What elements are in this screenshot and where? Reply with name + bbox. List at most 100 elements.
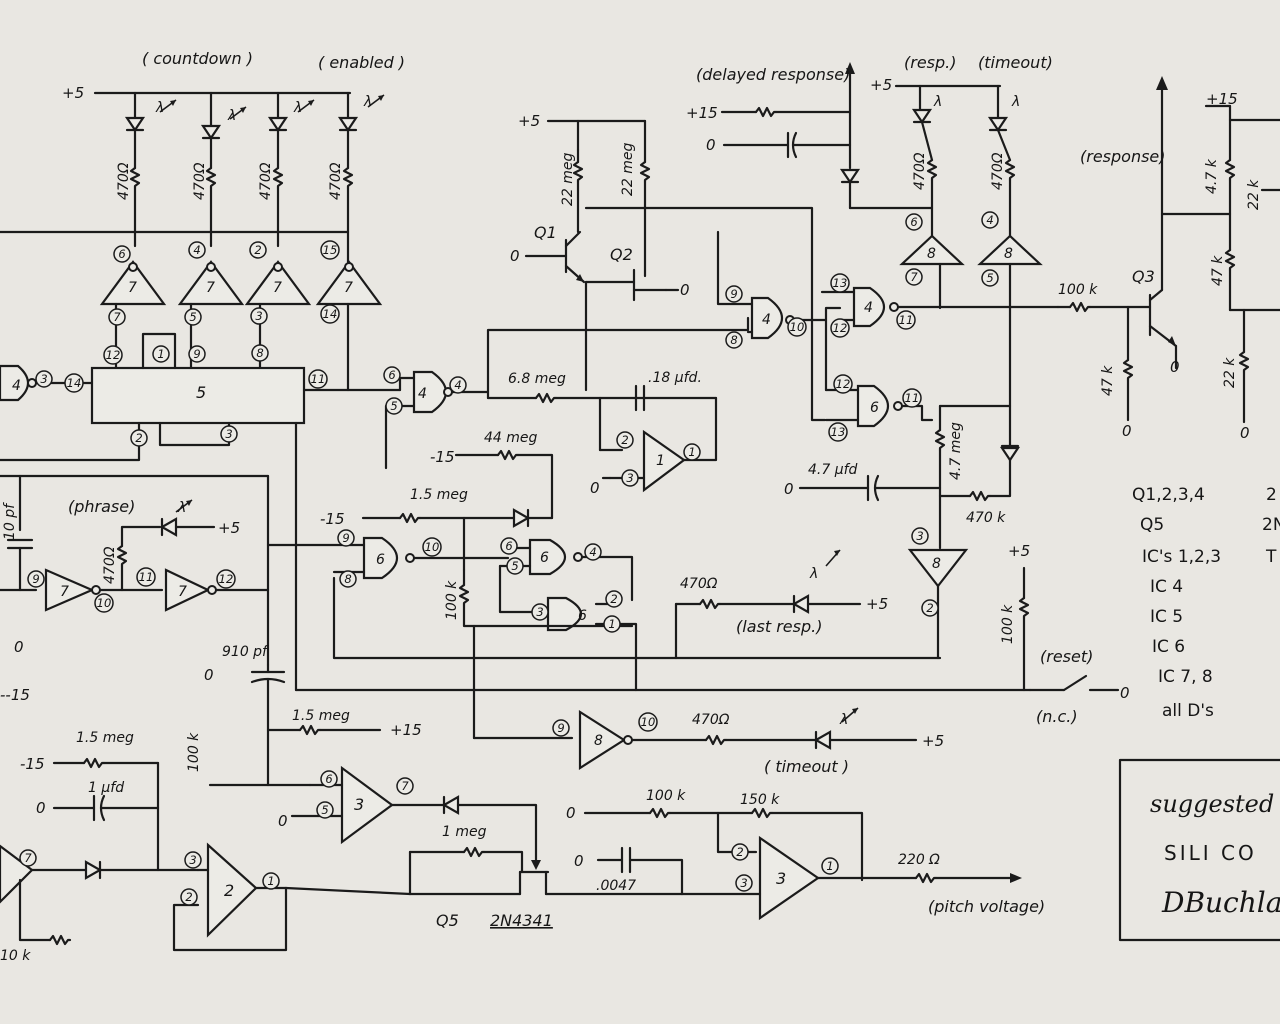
r470-1-label: 470Ω xyxy=(116,162,132,200)
svg-text:11: 11 xyxy=(899,313,914,327)
q2-label: Q2 xyxy=(610,245,633,264)
svg-text:λ: λ xyxy=(155,100,164,116)
rail-plus15-center: +15 xyxy=(686,104,718,122)
svg-text:λ: λ xyxy=(227,108,236,124)
r470-timeout-bottom-label: 470Ω xyxy=(692,712,730,728)
ic5-number: 5 xyxy=(196,383,206,402)
svg-text:5: 5 xyxy=(189,310,196,324)
r470-phrase-label: 470Ω xyxy=(102,546,118,584)
r22meg-1-label: 22 meg xyxy=(560,152,576,206)
svg-text:2: 2 xyxy=(736,845,743,859)
svg-text:14: 14 xyxy=(67,376,82,390)
r22k-bottom-label: 22 k xyxy=(1222,357,1238,388)
rail-plus5-center: +5 xyxy=(518,112,540,130)
q1-base-zero: 0 xyxy=(510,247,520,265)
ic1-number: 1 xyxy=(656,453,665,469)
legend-frag-t: T xyxy=(1265,547,1277,567)
svg-text:15: 15 xyxy=(323,243,338,257)
ic7-a: 7 xyxy=(128,280,137,296)
r1p5meg-mid-label: 1.5 meg xyxy=(410,487,468,503)
svg-text:λ: λ xyxy=(177,500,186,516)
ic6-right: 6 xyxy=(870,400,879,416)
ic2-number: 2 xyxy=(224,881,234,900)
q1-label: Q1 xyxy=(534,223,557,242)
phrase-label: (phrase) xyxy=(68,497,135,516)
svg-text:7: 7 xyxy=(113,310,121,324)
svg-text:11: 11 xyxy=(311,372,326,386)
c0047-label: .0047 xyxy=(596,878,636,894)
ic8-resp: 8 xyxy=(927,246,936,262)
r44meg-label: 44 meg xyxy=(484,430,538,446)
countdown-label: ( countdown ) xyxy=(142,49,253,68)
ic4-center: 4 xyxy=(418,386,427,402)
ic7-phrase-b: 7 xyxy=(178,584,187,600)
response-block xyxy=(674,62,1152,692)
svg-text:1: 1 xyxy=(826,859,833,873)
svg-text:10: 10 xyxy=(97,596,112,610)
title-line1: suggested xyxy=(1150,790,1274,818)
svg-text:6: 6 xyxy=(388,368,395,382)
svg-text:2: 2 xyxy=(610,592,617,606)
c4p7-label: 4.7 μfd xyxy=(808,462,858,478)
opamp1-zero: 0 xyxy=(590,479,600,497)
ic7-d: 7 xyxy=(344,280,353,296)
svg-text:λ: λ xyxy=(933,94,942,110)
r6p8meg-label: 6.8 meg xyxy=(508,371,566,387)
svg-text:12: 12 xyxy=(836,377,851,391)
rail-zero-100k-bottom: 0 xyxy=(566,804,576,822)
pitch-voltage-label: (pitch voltage) xyxy=(928,897,1045,916)
svg-text:6: 6 xyxy=(505,539,512,553)
q3-emitter-zero: 0 xyxy=(1170,358,1180,376)
right-22k-zero: 0 xyxy=(1240,424,1250,442)
nand6-cluster xyxy=(266,536,1032,740)
ic3-right-number: 3 xyxy=(776,869,786,888)
ic7-b: 7 xyxy=(206,280,215,296)
r1meg-label: 1 meg xyxy=(442,824,487,840)
q5-label: Q5 xyxy=(436,911,459,930)
svg-text:λ: λ xyxy=(293,100,302,116)
svg-text:11: 11 xyxy=(139,570,154,584)
svg-text:10: 10 xyxy=(425,540,440,554)
svg-text:8: 8 xyxy=(730,333,737,347)
phrase-block xyxy=(0,474,382,787)
led-lambda-marks: λ λ λ λ λ λ λ λ λ xyxy=(155,94,1020,728)
r47k-right-label: 47 k xyxy=(1210,255,1226,286)
rail-plus5-right: +5 xyxy=(870,76,892,94)
r100k-bottom-label: 100 k xyxy=(646,788,686,804)
svg-text:6: 6 xyxy=(118,247,125,261)
q5-part-label: 2N4341 xyxy=(490,911,553,930)
ic8-down: 8 xyxy=(932,556,941,572)
r470-last-resp-label: 470Ω xyxy=(680,576,718,592)
ic7-c: 7 xyxy=(273,280,282,296)
svg-text:10: 10 xyxy=(790,320,805,334)
svg-text:1: 1 xyxy=(267,874,274,888)
timeout-bottom-label: ( timeout ) xyxy=(764,757,849,776)
r4p7k-label: 4.7 k xyxy=(1204,158,1220,194)
r47k-q3-label: 47 k xyxy=(1100,365,1116,396)
rail-zero-910pf: 0 xyxy=(204,666,214,684)
rail-plus15-right: +15 xyxy=(1206,90,1238,108)
svg-text:7: 7 xyxy=(24,851,32,865)
svg-text:13: 13 xyxy=(833,276,848,290)
svg-text:3: 3 xyxy=(255,309,262,323)
svg-text:8: 8 xyxy=(344,572,351,586)
r100k-reset-label: 100 k xyxy=(1000,604,1016,644)
r100k-left-label: 100 k xyxy=(186,732,202,772)
svg-text:9: 9 xyxy=(730,287,737,301)
svg-text:3: 3 xyxy=(189,853,196,867)
svg-text:12: 12 xyxy=(106,348,121,362)
svg-text:1: 1 xyxy=(157,347,164,361)
legend-all-ds: all D's xyxy=(1162,701,1214,721)
svg-text:4: 4 xyxy=(589,545,596,559)
svg-text:5: 5 xyxy=(511,559,518,573)
svg-text:λ: λ xyxy=(809,566,818,582)
rail-zero-opamp3: 0 xyxy=(278,812,288,830)
r220-label: 220 Ω xyxy=(898,852,940,868)
ic6-left: 6 xyxy=(376,552,385,568)
svg-text:2: 2 xyxy=(135,431,142,445)
timeout-top-label: (timeout) xyxy=(978,53,1053,72)
rail-plus5-last-resp: +5 xyxy=(866,595,888,613)
last-resp-label: (last resp.) xyxy=(736,617,822,636)
r470-3-label: 470Ω xyxy=(258,162,274,200)
